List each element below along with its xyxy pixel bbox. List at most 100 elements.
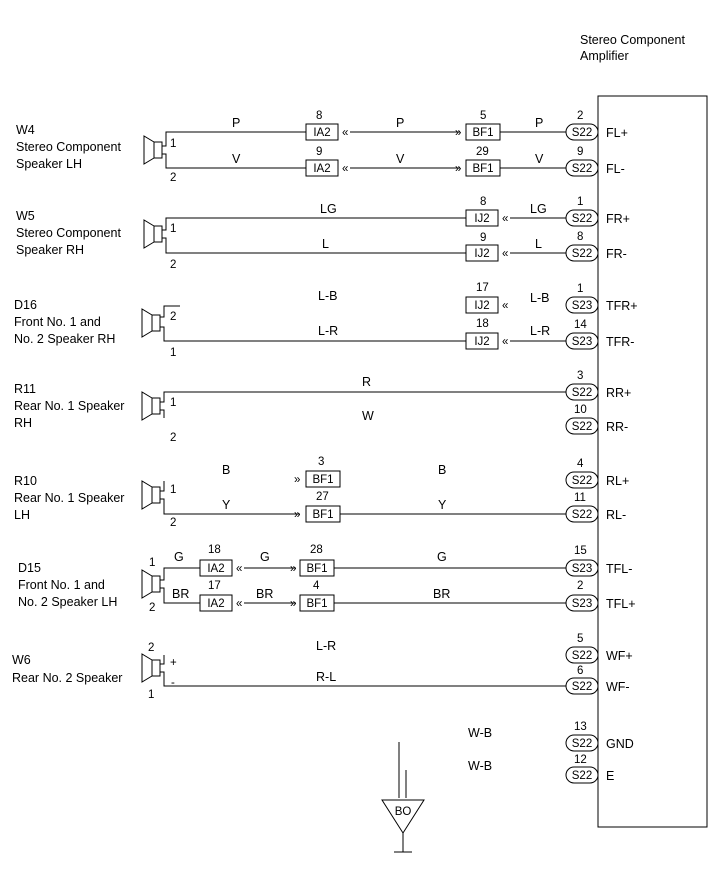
- wire-color: L-R: [318, 324, 338, 338]
- pin-number: 1: [170, 484, 176, 496]
- connector-pin: 18: [476, 318, 489, 330]
- amp-connector-label: S22: [572, 248, 592, 260]
- connector-label: IA2: [313, 127, 330, 139]
- wire-color: B: [222, 463, 230, 477]
- terminal-label: RR-: [606, 420, 628, 434]
- terminal-label: FL+: [606, 126, 628, 140]
- amp-connector: [565, 332, 599, 350]
- amp-pin: 10: [574, 404, 587, 416]
- connector-arrow: «: [502, 248, 508, 260]
- wire-row-fr-plus: LG 8 IJ2 « LG 1 S22 FR+: [320, 196, 630, 227]
- amp-connector: [565, 296, 599, 314]
- amp-connector-label: S22: [572, 475, 592, 487]
- terminal-label: TFL-: [606, 562, 632, 576]
- speaker-id: R11: [14, 382, 36, 396]
- wire-color: P: [232, 116, 240, 130]
- connector-pin: 27: [316, 491, 329, 503]
- speaker-icon: [143, 219, 163, 249]
- connector-ia2: [199, 559, 233, 577]
- wire-row-tfl-minus: G 18 IA2 « G » 28 BF1 G 15 S23 TFL-: [174, 544, 632, 577]
- connector-arrow: «: [502, 213, 508, 225]
- speaker-icon: [143, 135, 163, 165]
- wire-row-wf-minus: R-L 6 S22 WF-: [316, 665, 630, 695]
- terminal-label: FL-: [606, 162, 625, 176]
- terminal-label: RL+: [606, 474, 629, 488]
- speaker-r10-block: R10 Rear No. 1 Speaker LH 1 2: [14, 474, 300, 529]
- amp-connector: [565, 244, 599, 262]
- speaker-d16-block: D16 Front No. 1 and No. 2 Speaker RH 2 1: [14, 298, 466, 359]
- terminal-label: TFL+: [606, 597, 636, 611]
- wire-color: BR: [256, 587, 273, 601]
- amp-connector: [565, 594, 599, 612]
- wire-color: W-B: [468, 759, 492, 773]
- amp-connector: [565, 734, 599, 752]
- connector-ij2: [465, 296, 499, 314]
- wire-color: G: [260, 550, 270, 564]
- amp-pin: 11: [574, 492, 586, 504]
- amp-connector: [565, 505, 599, 523]
- wire-color: LG: [530, 202, 547, 216]
- amp-connector-label: S22: [572, 127, 592, 139]
- wire-color: B: [438, 463, 446, 477]
- amplifier-title-line1: Stereo Component: [580, 33, 685, 47]
- speaker-name-line2: Speaker LH: [16, 157, 82, 171]
- speaker-id: W5: [16, 209, 35, 223]
- connector-pin: 4: [313, 580, 320, 592]
- wire-row-fl-plus: P 8 IA2 « P » 5 BF1 P 2 S22 FL+: [232, 110, 628, 141]
- speaker-id: D15: [18, 561, 41, 575]
- amp-connector-label: S22: [572, 770, 592, 782]
- terminal-label: WF-: [606, 680, 630, 694]
- connector-pin: 18: [208, 544, 221, 556]
- amp-pin: 6: [577, 665, 583, 677]
- wire-color: LG: [320, 202, 337, 216]
- speaker-name-line1: Rear No. 1 Speaker: [14, 399, 124, 413]
- amp-connector: [565, 559, 599, 577]
- connector-arrow: «: [236, 598, 242, 610]
- connector-arrow: «: [342, 163, 348, 175]
- connector-arrow: «: [502, 336, 508, 348]
- amp-connector: [565, 471, 599, 489]
- connector-ia2: [305, 123, 339, 141]
- speaker-icon: [141, 653, 161, 683]
- connector-arrow: »: [290, 598, 296, 610]
- wire-row-gnd: W-B 13 S22 GND: [468, 721, 634, 752]
- amp-pin: 4: [577, 458, 584, 470]
- speaker-name-line1: Stereo Component: [16, 140, 121, 154]
- connector-ij2: [465, 332, 499, 350]
- polarity-label: -: [171, 677, 175, 689]
- speaker-w5-block: W5 Stereo Component Speaker RH 1 2: [16, 209, 466, 271]
- wire-color: Y: [438, 498, 447, 512]
- speaker-icon: [141, 391, 161, 421]
- amp-pin: 13: [574, 721, 587, 733]
- amp-connector-label: S22: [572, 213, 592, 225]
- amp-pin: 9: [577, 146, 583, 158]
- terminal-label: WF+: [606, 649, 633, 663]
- amp-connector-label: S22: [572, 681, 592, 693]
- connector-label: IJ2: [474, 213, 489, 225]
- amp-connector-label: S23: [572, 300, 592, 312]
- wire-color: L-R: [316, 639, 336, 653]
- ground-label: BO: [395, 806, 412, 818]
- amp-pin: 12: [574, 754, 587, 766]
- polarity-label: +: [170, 657, 177, 669]
- wire-color: W-B: [468, 726, 492, 740]
- amp-pin: 3: [577, 370, 583, 382]
- connector-arrow: «: [236, 563, 242, 575]
- speaker-name-line2: No. 2 Speaker RH: [14, 332, 115, 346]
- wire-row-tfr-plus: L-B 17 IJ2 « L-B 1 S23 TFR+: [318, 282, 638, 314]
- wire-color: L-B: [318, 289, 337, 303]
- amp-connector: [565, 159, 599, 177]
- wire-color: V: [396, 152, 405, 166]
- amp-pin: 1: [577, 283, 583, 295]
- pin-number: 1: [170, 138, 176, 150]
- connector-arrow: »: [294, 509, 300, 521]
- connector-pin: 8: [480, 196, 486, 208]
- amp-pin: 15: [574, 545, 587, 557]
- terminal-label: TFR+: [606, 299, 638, 313]
- connector-pin: 29: [476, 146, 489, 158]
- pin-number: 1: [170, 223, 176, 235]
- amp-connector-label: S23: [572, 598, 592, 610]
- speaker-name-line2: LH: [14, 508, 30, 522]
- amplifier-title-line2: Amplifier: [580, 49, 629, 63]
- speaker-d15-block: D15 Front No. 1 and No. 2 Speaker LH 1 2: [18, 557, 200, 614]
